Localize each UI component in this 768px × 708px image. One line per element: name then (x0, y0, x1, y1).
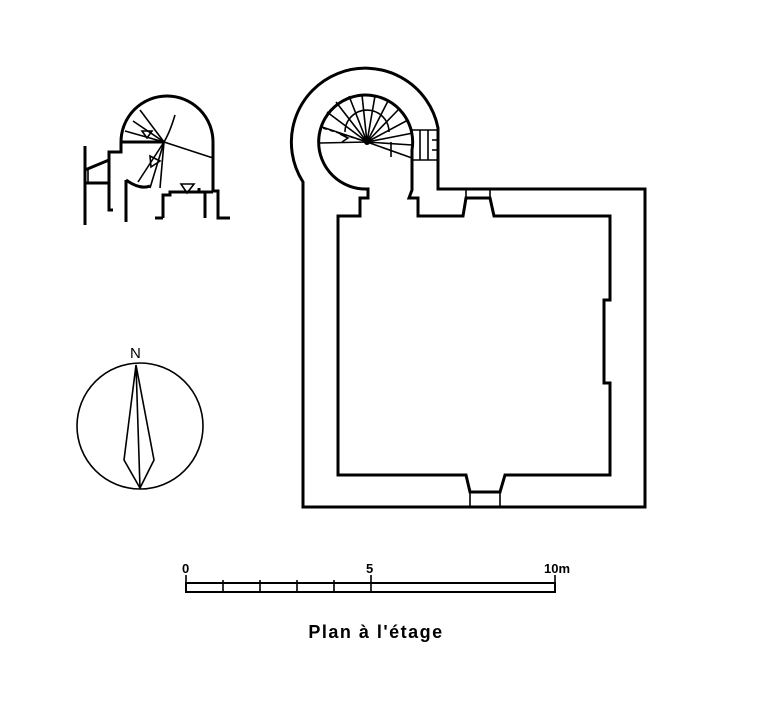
main-floor-plan (289, 66, 647, 509)
scale-bar: 0 5 10m (182, 561, 570, 593)
scale-label-10m: 10m (544, 561, 570, 576)
stair-detail-plan (83, 94, 230, 225)
scale-label-5: 5 (366, 561, 373, 576)
drawing-title: Plan à l'étage (308, 622, 443, 642)
north-label: N (130, 345, 141, 362)
north-arrow: N (76, 345, 204, 490)
scale-label-0: 0 (182, 561, 189, 576)
spiral-staircase (319, 94, 438, 161)
